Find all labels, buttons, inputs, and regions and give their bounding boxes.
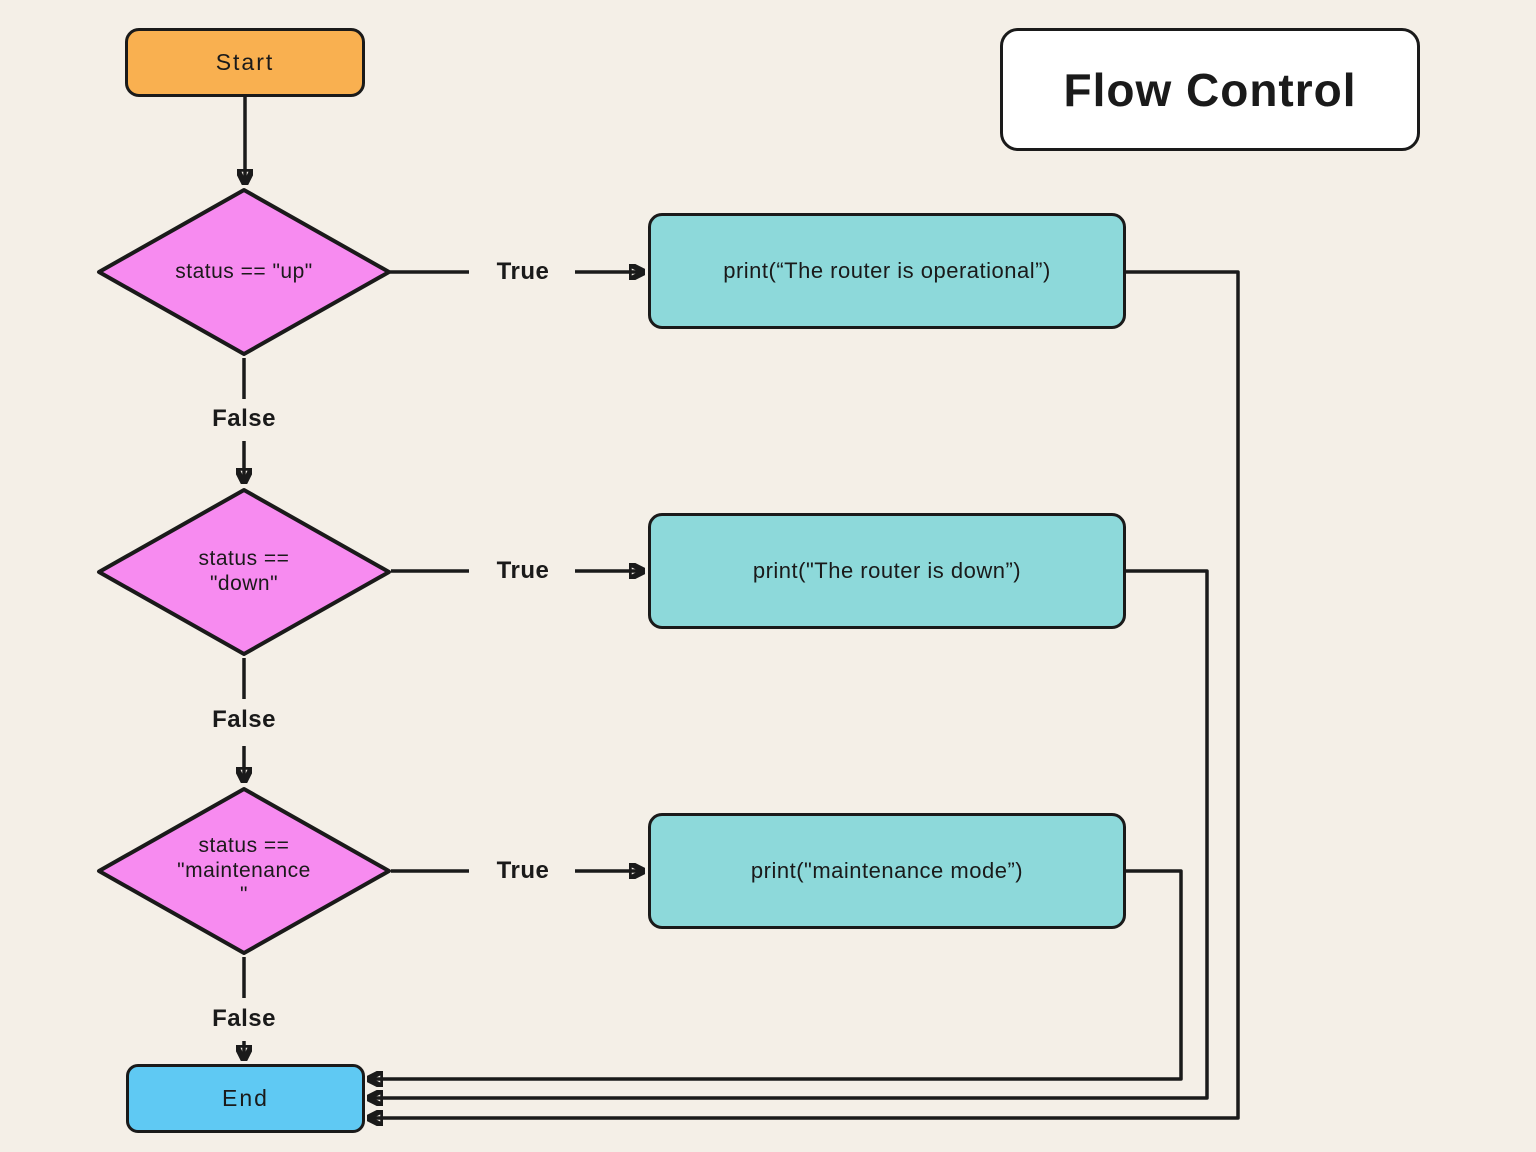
decision-diamond-shape bbox=[97, 787, 391, 955]
process-node-down-label: print("The router is down”) bbox=[752, 558, 1022, 583]
decision-node-maintenance-label: status =="maintenance" bbox=[177, 833, 311, 907]
page-title: Flow Control bbox=[1063, 63, 1357, 116]
start-node-label: Start bbox=[215, 49, 275, 75]
false-label-3: False bbox=[212, 1005, 276, 1032]
edge-process3-to-end bbox=[371, 869, 1183, 1079]
end-node: End bbox=[126, 1064, 365, 1133]
decision-node-down-label: status =="down" bbox=[198, 547, 290, 595]
diagram-title-box: Flow Control bbox=[1000, 28, 1420, 151]
process-node-operational-label: print(“The router is operational”) bbox=[723, 258, 1051, 283]
process-node-operational: print(“The router is operational”) bbox=[648, 213, 1126, 329]
decision-diamond-shape bbox=[97, 488, 391, 656]
true-label-1: True bbox=[496, 258, 550, 285]
edge-process2-to-end bbox=[371, 569, 1209, 1098]
decision-node-up-label: status == "up" bbox=[175, 259, 313, 283]
decision-node-maintenance: status =="maintenance" bbox=[95, 785, 393, 957]
start-node: Start bbox=[125, 28, 365, 97]
end-node-label: End bbox=[222, 1085, 269, 1111]
process-node-maintenance-label: print("maintenance mode”) bbox=[750, 858, 1024, 883]
edge-process1-to-end bbox=[371, 270, 1240, 1118]
true-label-2: True bbox=[496, 557, 550, 584]
process-node-down: print("The router is down”) bbox=[648, 513, 1126, 629]
decision-node-down: status =="down" bbox=[95, 486, 393, 658]
false-label-1: False bbox=[212, 405, 276, 432]
decision-node-up: status == "up" bbox=[95, 186, 393, 358]
false-label-2: False bbox=[212, 706, 276, 733]
decision-diamond-shape bbox=[97, 188, 391, 356]
true-label-3: True bbox=[496, 857, 550, 884]
process-node-maintenance: print("maintenance mode”) bbox=[648, 813, 1126, 929]
